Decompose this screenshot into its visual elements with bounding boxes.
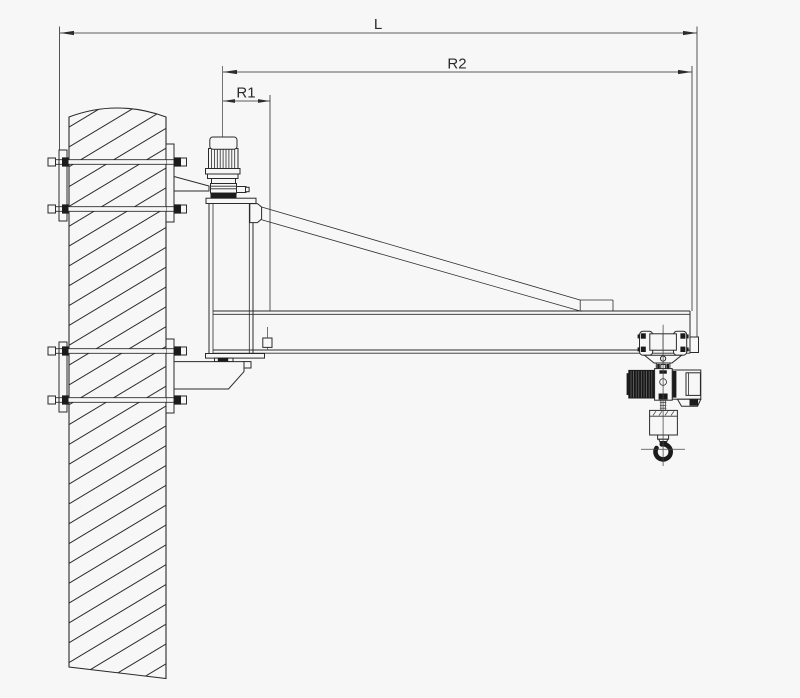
motor-cooling-fins: [211, 148, 236, 169]
trolley-wheel: [640, 346, 646, 352]
anchor-bolt: [47, 204, 187, 214]
bolt-nut: [62, 346, 69, 356]
back-mounting-plate-top: [58, 149, 68, 222]
trolley-wheel: [680, 333, 686, 339]
motor-base-block: [210, 183, 237, 194]
bolt-nut: [62, 157, 69, 167]
tie-rod-brace: [249, 203, 614, 312]
top-support-bracket: [173, 175, 210, 192]
bolt-nut: [174, 346, 181, 356]
pivot-mast: [205, 197, 257, 354]
bottom-support-bracket: [173, 361, 252, 390]
anchor-bolts: [47, 157, 187, 405]
trolley-wheel: [680, 346, 686, 352]
motor-flange: [205, 168, 241, 175]
dimension-l: L: [59, 16, 698, 352]
dimension-r2-label: R2: [447, 56, 466, 73]
arrowhead-icon: [678, 69, 692, 75]
bolt-nut: [62, 395, 69, 405]
hoist-trolley: [637, 330, 689, 364]
motor-terminal-stub: [236, 186, 247, 193]
mast-body: [208, 203, 254, 354]
arrowhead-icon: [223, 99, 235, 103]
brace-lug: [249, 203, 263, 224]
anchor-bolt: [47, 157, 187, 167]
jib-beam: [213, 310, 699, 354]
arrowhead-icon: [60, 30, 74, 36]
dimension-r1: R1: [223, 85, 271, 311]
locking-pin: [262, 327, 273, 351]
dimension-r1-label: R1: [236, 85, 255, 102]
slew-bearing-band: [210, 193, 237, 199]
arrowhead-icon: [223, 69, 237, 75]
bolt-nut: [62, 204, 69, 214]
chain-container: [649, 409, 678, 436]
mast-bottom-pivot: [205, 353, 265, 363]
arrowhead-icon: [683, 30, 697, 36]
trolley-wheel: [640, 333, 646, 339]
bolt-nut: [174, 157, 181, 167]
arrowhead-icon: [258, 99, 270, 103]
wall-hatching: [68, 107, 167, 680]
beam-end-stop: [689, 336, 699, 353]
mast-bottom-plate: [205, 353, 265, 359]
hook-body: [653, 441, 673, 462]
front-mounting-plate-top: [165, 143, 175, 223]
back-mounting-plate-bottom: [58, 341, 68, 413]
bolt-nut: [174, 204, 181, 214]
hoist-motor: [628, 369, 656, 399]
dimension-r2: R2: [223, 56, 693, 311]
wall-column: [68, 107, 167, 680]
bolt-nut: [174, 395, 181, 405]
motor-top-cap: [209, 136, 238, 150]
slewing-drive-motor: [205, 136, 250, 199]
anchor-bolt: [47, 346, 187, 356]
chain-hoist: [626, 324, 702, 466]
mast-top-plate: [205, 197, 257, 204]
anchor-bolt: [47, 395, 187, 405]
dimension-l-label: L: [374, 16, 382, 33]
bottom-pivot-pin: [217, 358, 229, 363]
hoist-motor-cap: [626, 373, 631, 395]
